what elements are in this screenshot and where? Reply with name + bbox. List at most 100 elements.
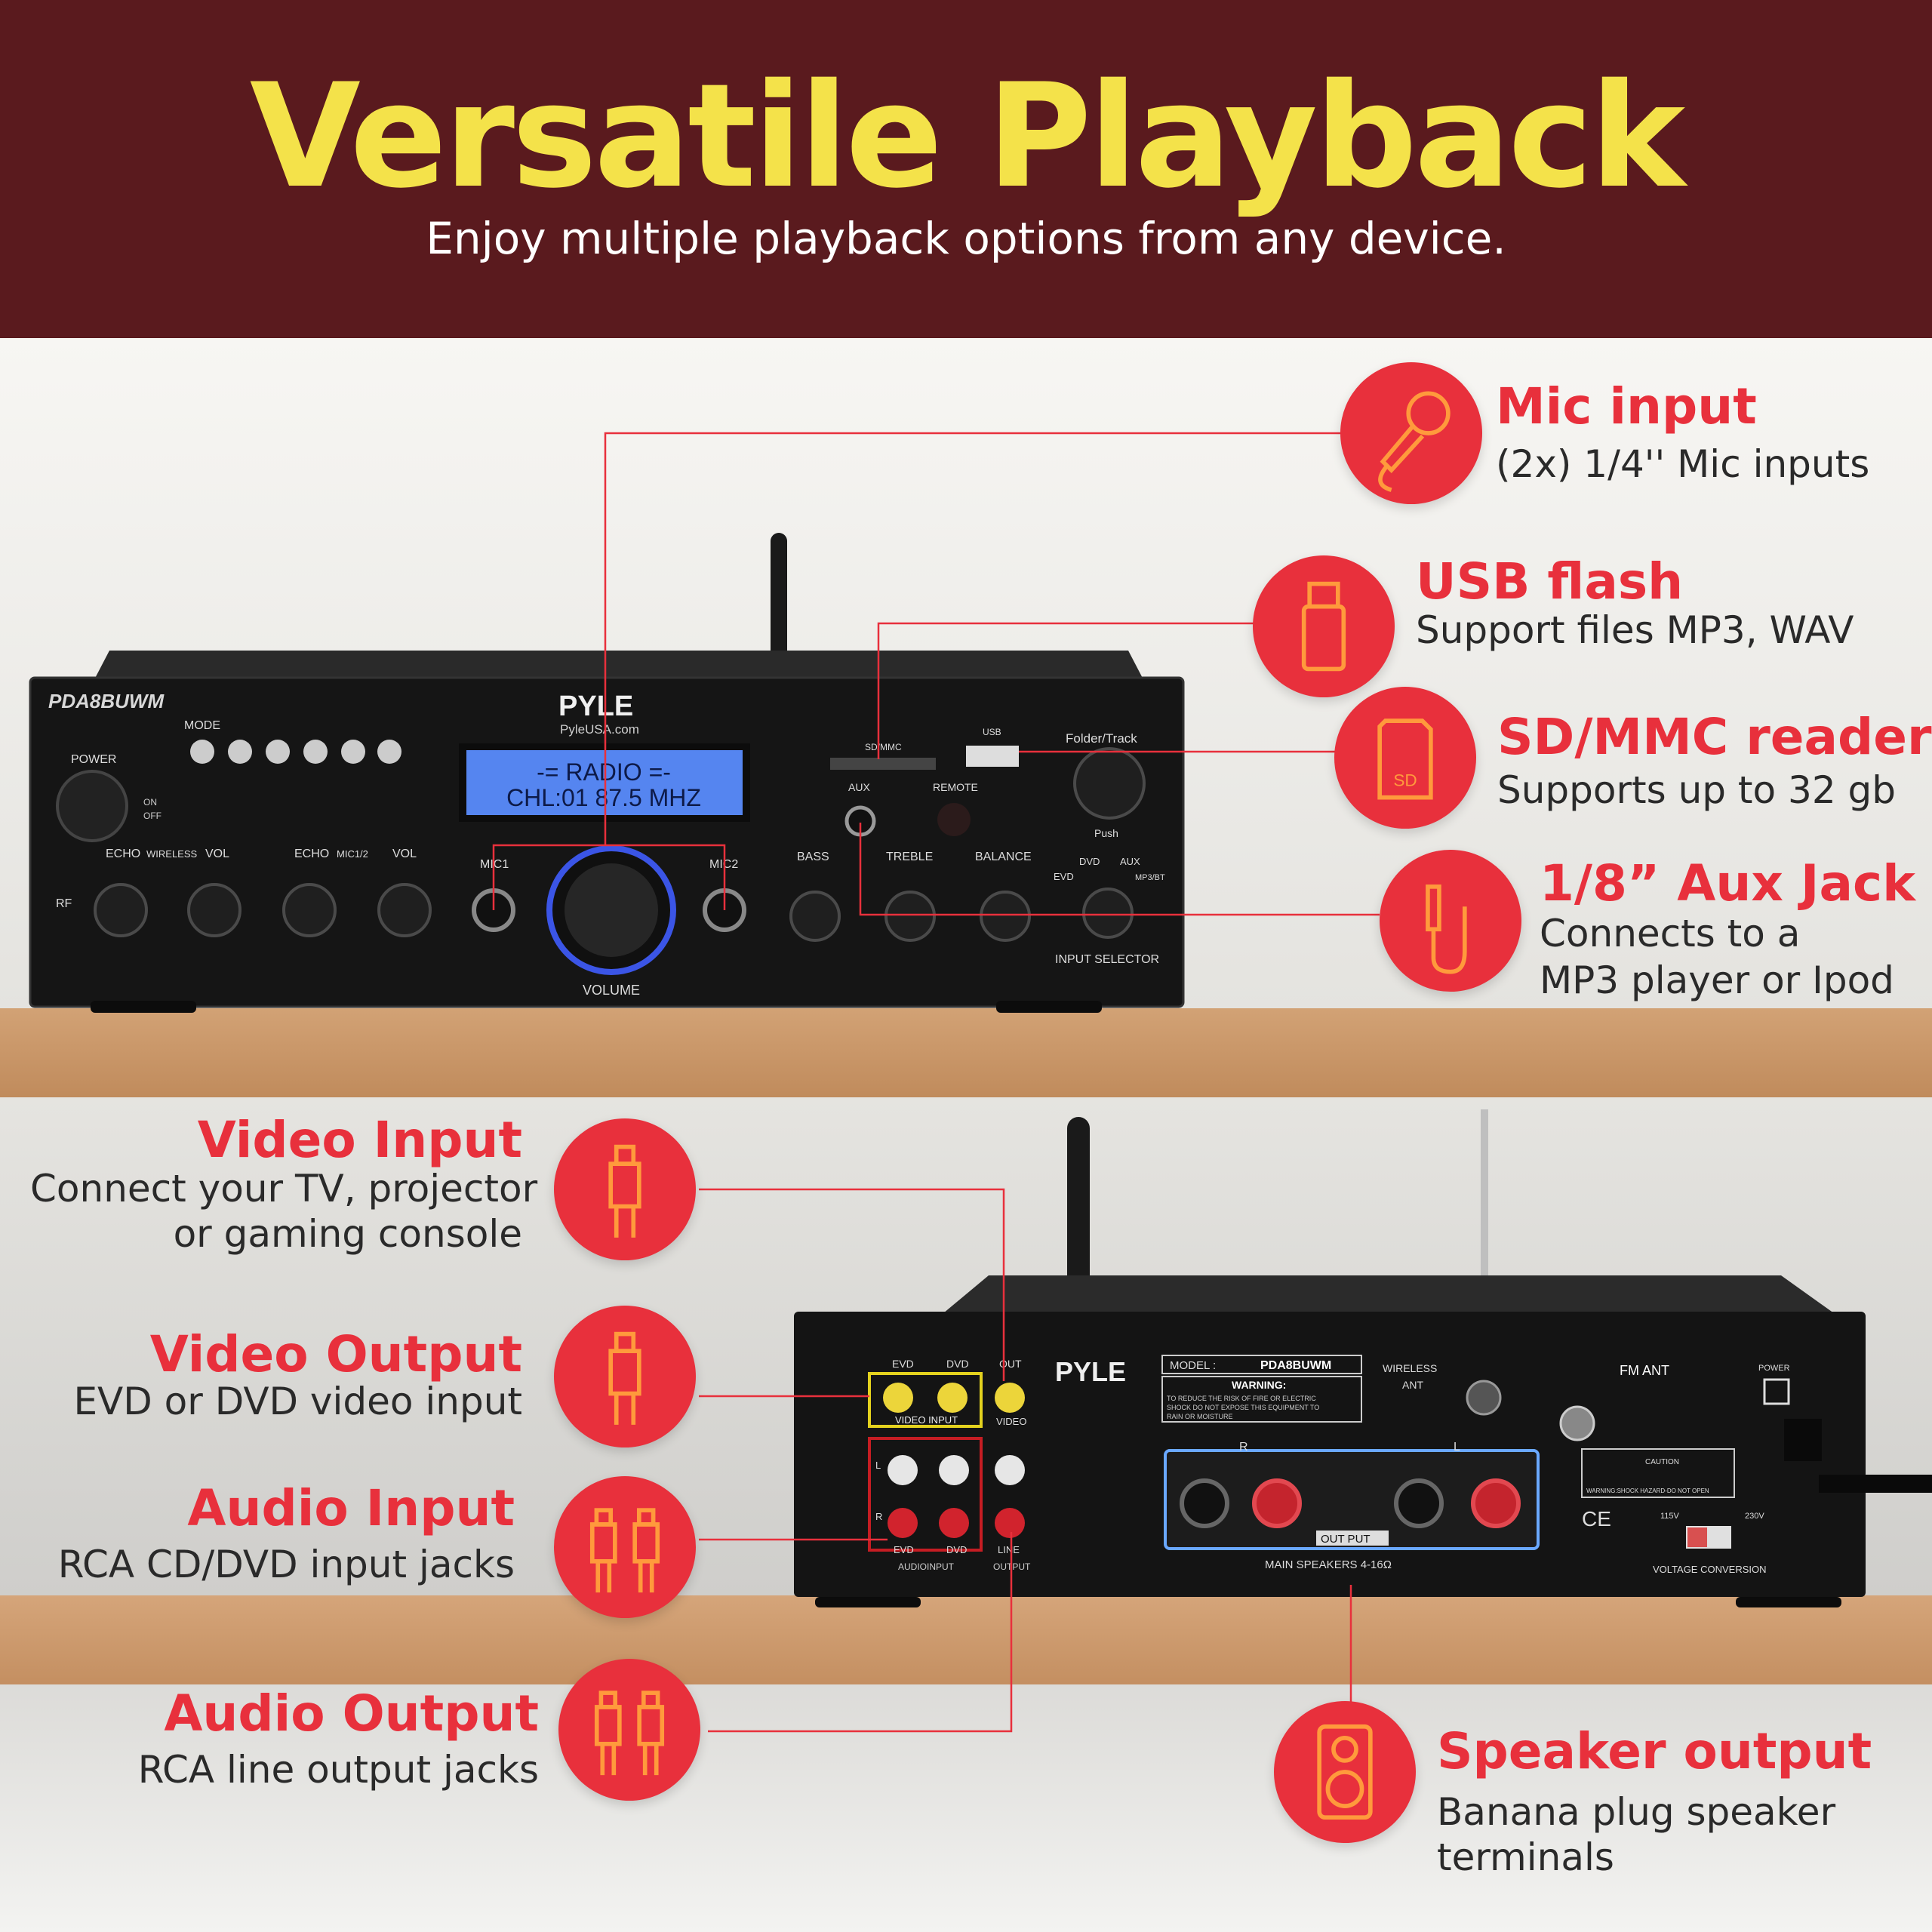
rear-power-switch[interactable]: [1763, 1378, 1790, 1405]
warning-line-3: RAIN OR MOISTURE: [1167, 1413, 1233, 1420]
feature-desc-aux-2: MP3 player or Ipod: [1540, 958, 1894, 1002]
rear-model-label: MODEL :: [1170, 1359, 1216, 1372]
remote-label: REMOTE: [933, 781, 978, 793]
evd-audio-r-jack[interactable]: [888, 1508, 918, 1538]
echo-label-2: ECHO: [294, 848, 329, 860]
feature-title-mic: Mic input: [1496, 377, 1757, 435]
feature-title-audio-input: Audio Input: [187, 1479, 515, 1537]
treble-label: TREBLE: [886, 851, 933, 863]
remote-sensor: [937, 803, 971, 836]
rear-evd-label: EVD: [892, 1358, 914, 1370]
ant-label: ANT: [1402, 1379, 1423, 1391]
power-off-label: OFF: [143, 811, 162, 821]
rear-brand-logo: PYLE: [1055, 1356, 1126, 1387]
fm-ant-label: FM ANT: [1620, 1363, 1669, 1378]
previous-button[interactable]: [341, 740, 365, 764]
mode-button[interactable]: [190, 740, 214, 764]
line-out-l-jack[interactable]: [995, 1455, 1025, 1485]
feature-desc-aux-1: Connects to a: [1540, 912, 1801, 955]
wireless-vol-knob[interactable]: [187, 883, 242, 937]
speaker-l-plus-terminal[interactable]: [1471, 1478, 1521, 1528]
wooden-shelf-bottom: [0, 1595, 1932, 1684]
rear-model-number: PDA8BUWM: [1260, 1359, 1331, 1372]
video-out-jack[interactable]: [995, 1383, 1025, 1413]
main-speakers-label: MAIN SPEAKERS 4-16Ω: [1265, 1558, 1392, 1571]
evd-video-jack[interactable]: [883, 1383, 913, 1413]
rear-power-label: POWER: [1758, 1364, 1790, 1373]
audio-dvd-label: DVD: [946, 1544, 967, 1555]
warning-title: WARNING:: [1232, 1379, 1286, 1391]
sd-card-slot[interactable]: [830, 758, 936, 770]
video-input-label: VIDEO INPUT: [895, 1414, 958, 1426]
callout-lines: [492, 432, 1380, 1766]
dvd-audio-r-jack[interactable]: [939, 1508, 969, 1538]
aux-cable-icon: [1380, 850, 1521, 992]
speaker-r-label: R: [1239, 1441, 1248, 1454]
balance-label: BALANCE: [975, 851, 1032, 863]
audio-input-box: [868, 1437, 983, 1552]
video-label: VIDEO: [996, 1416, 1026, 1427]
balance-knob[interactable]: [980, 891, 1031, 942]
power-cord: [1784, 1419, 1822, 1461]
rear-fm-telescopic-antenna: [1481, 1109, 1488, 1366]
speaker-l-minus-terminal[interactable]: [1394, 1478, 1444, 1528]
speaker-l-label: L: [1454, 1441, 1460, 1454]
microphone-icon: [1340, 362, 1482, 504]
input-selector-knob[interactable]: [1082, 888, 1134, 939]
feature-desc-speaker-1: Banana plug speaker: [1437, 1790, 1836, 1834]
warning-line-1: TO REDUCE THE RISK OF FIRE OR ELECTRIC: [1167, 1395, 1316, 1402]
usb-port[interactable]: [966, 746, 1019, 767]
sd-card-icon: SD: [1334, 687, 1476, 829]
echo-wireless-knob[interactable]: [94, 883, 148, 937]
treble-knob[interactable]: [884, 891, 936, 942]
voltage-conversion-label: VOLTAGE CONVERSION: [1653, 1564, 1767, 1575]
230v-label: 230V: [1745, 1512, 1764, 1521]
bass-knob[interactable]: [789, 891, 841, 942]
feature-desc-usb: Support files MP3, WAV: [1416, 608, 1854, 652]
speaker-r-minus-terminal[interactable]: [1180, 1478, 1229, 1528]
line-out-r-jack[interactable]: [995, 1508, 1025, 1538]
floor-background: [0, 1684, 1932, 1932]
wireless-antenna-connector[interactable]: [1466, 1380, 1502, 1416]
front-brand-logo: PYLE: [558, 691, 633, 722]
front-antenna: [771, 533, 787, 669]
feature-desc-video-input-2: or gaming console: [173, 1212, 522, 1256]
folder-repeat-button[interactable]: [303, 740, 328, 764]
stop-button[interactable]: [266, 740, 290, 764]
dvd-audio-l-jack[interactable]: [939, 1455, 969, 1485]
mic-vol-knob[interactable]: [377, 883, 432, 937]
speaker-r-plus-terminal[interactable]: [1252, 1478, 1302, 1528]
evd-selector-label: EVD: [1054, 871, 1074, 882]
power-knob[interactable]: [56, 770, 128, 842]
page-subtitle: Enjoy multiple playback options from any…: [426, 213, 1506, 264]
mic12-label: MIC1/2: [337, 848, 368, 860]
input-selector-label: INPUT SELECTOR: [1055, 953, 1159, 966]
volume-label: VOLUME: [583, 983, 640, 998]
svg-text:SD: SD: [1393, 771, 1417, 790]
echo-mic-knob[interactable]: [282, 883, 337, 937]
fm-antenna-connector[interactable]: [1559, 1405, 1595, 1441]
front-brand-site: PyleUSA.com: [560, 722, 639, 737]
feature-title-speaker: Speaker output: [1437, 1722, 1872, 1780]
vol-label-1: VOL: [205, 848, 229, 860]
lcd-line-1: -= RADIO =-: [537, 758, 671, 786]
sdmmc-label: SD/MMC: [865, 742, 902, 752]
aux-label: AUX: [848, 781, 870, 793]
output-box-label: OUT PUT: [1321, 1533, 1371, 1546]
feature-title-aux: 1/8” Aux Jack: [1540, 854, 1916, 912]
evd-audio-l-jack[interactable]: [888, 1455, 918, 1485]
aux-selector-label: AUX: [1120, 856, 1140, 867]
next-button[interactable]: [377, 740, 401, 764]
dvd-video-jack[interactable]: [937, 1383, 968, 1413]
play-pause-button[interactable]: [228, 740, 252, 764]
mode-label: MODE: [184, 719, 220, 732]
rear-r-label: R: [875, 1511, 882, 1522]
power-on-label: ON: [143, 797, 157, 808]
feature-desc-mic: (2x) 1/4'' Mic inputs: [1496, 442, 1870, 486]
echo-label-1: ECHO: [106, 848, 140, 860]
page-title: Versatile Playback: [249, 53, 1685, 220]
folder-track-knob[interactable]: [1073, 747, 1146, 820]
feature-title-sd: SD/MMC reader: [1497, 708, 1932, 766]
vol-label-2: VOL: [392, 848, 417, 860]
usb-drive-icon: [1253, 555, 1395, 697]
